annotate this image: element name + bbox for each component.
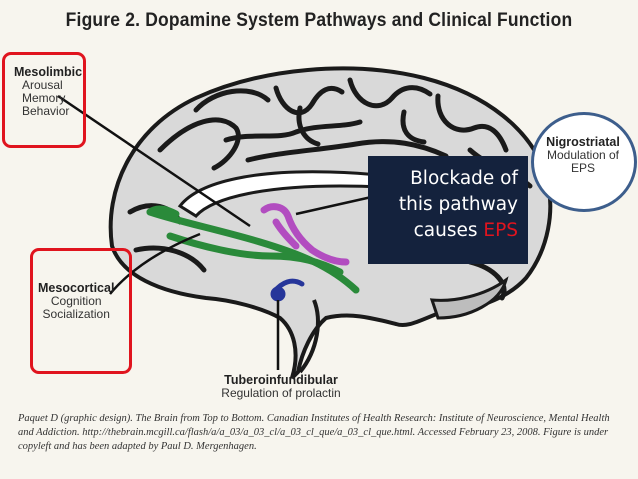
mesolimbic-label: Mesolimbic Arousal Memory Behavior xyxy=(14,66,82,118)
mesolimbic-function: Arousal xyxy=(22,78,63,92)
nigrostriatal-function: EPS xyxy=(570,161,595,175)
callout-line: causes EPS xyxy=(368,218,518,244)
mesocortical-highlight-box xyxy=(30,248,132,374)
eps-highlight-text: EPS xyxy=(483,220,518,241)
eps-callout-box: Blockade of this pathway causes EPS xyxy=(368,156,528,264)
mesolimbic-function: Behavior xyxy=(22,104,70,118)
brainstem xyxy=(298,299,320,374)
figure-title: Figure 2. Dopamine System Pathways and C… xyxy=(65,10,573,31)
tuberoinfundibular-pathway xyxy=(270,278,305,302)
mesocortical-function: Cognition xyxy=(50,294,102,308)
mesolimbic-name: Mesolimbic xyxy=(14,65,83,79)
mesolimbic-function: Memory xyxy=(22,91,66,105)
mesolimbic-mesocortical-pathway xyxy=(146,205,360,294)
nigrostriatal-highlight-circle xyxy=(531,112,637,212)
nigrostriatal-function: Modulation of xyxy=(546,148,620,162)
mesocortical-function: Socialization xyxy=(42,307,110,321)
callout-line: this pathway xyxy=(398,194,518,215)
callout-text: causes xyxy=(413,220,484,241)
cerebellum xyxy=(429,276,509,320)
tuberoinfundibular-function: Regulation of prolactin xyxy=(221,386,341,400)
figure-citation: Paquet D (graphic design). The Brain fro… xyxy=(18,413,610,452)
mesocortical-pointer xyxy=(109,232,201,295)
mesolimbic-highlight-box xyxy=(2,52,86,148)
callout-line: Blockade of xyxy=(410,168,518,189)
pointer-lines xyxy=(57,94,377,370)
nigrostriatal-label: Nigrostriatal Modulation of EPS xyxy=(533,136,633,175)
nigrostriatal-pathway xyxy=(260,203,350,266)
mesocortical-label: Mesocortical Cognition Socialization xyxy=(38,282,114,321)
mesolimbic-pointer xyxy=(57,94,251,228)
tuberoinfundibular-label: Tuberoinfundibular Regulation of prolact… xyxy=(206,374,356,400)
nigrostriatal-pointer xyxy=(295,194,377,216)
mesocortical-name: Mesocortical xyxy=(38,281,115,295)
nigrostriatal-name: Nigrostriatal xyxy=(546,135,620,149)
tuberoinfundibular-name: Tuberoinfundibular xyxy=(224,373,338,387)
